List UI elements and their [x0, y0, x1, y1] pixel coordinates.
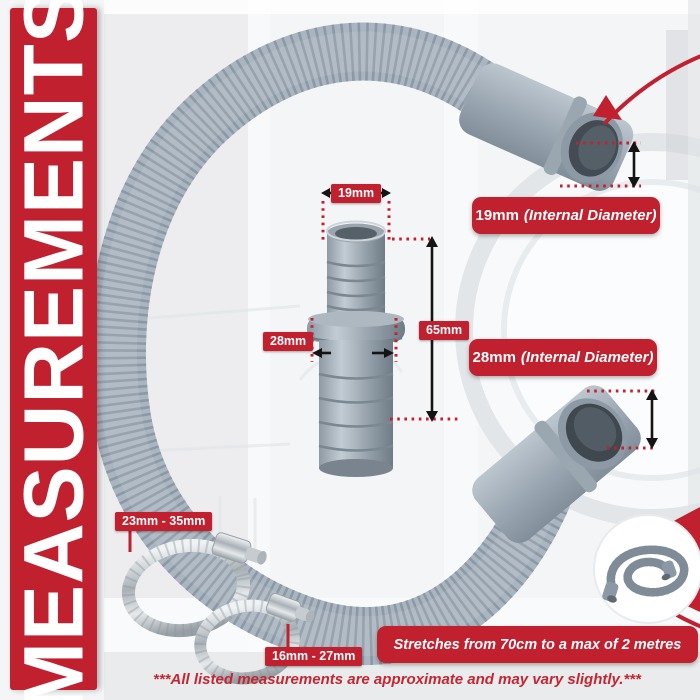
hose-end-bottom-detail: (Internal Diameter) [520, 349, 654, 366]
hose-end-top-value: 19mm [475, 207, 519, 224]
hose-end-bottom-value: 28mm [472, 349, 516, 366]
swoosh-arrow [593, 54, 700, 629]
adapter-bottom-diameter-label: 28mm [263, 332, 314, 351]
clamp-large-size-label: 23mm - 35mm [115, 512, 213, 531]
adapter-length-label: 65mm [419, 321, 470, 340]
banner-title: MEASUREMENTS [6, 0, 100, 700]
stretch-note-text: Stretches from 70cm to a max of 2 metres [393, 636, 682, 653]
hose-end-bottom-callout: 28mm (Internal Diameter) [469, 339, 657, 376]
mini-coiled-hose [602, 545, 689, 603]
hose-end-top-detail: (Internal Diameter) [523, 207, 657, 224]
hose-clamp-small [194, 592, 315, 685]
clamp-small-size-label: 16mm - 27mm [265, 647, 363, 666]
hose-end-top-callout: 19mm (Internal Diameter) [472, 197, 660, 234]
adapter [307, 220, 405, 477]
adapter-top-diameter-label: 19mm [331, 184, 382, 203]
measurements-banner: MEASUREMENTS [6, 0, 100, 700]
stretch-note-ribbon: Stretches from 70cm to a max of 2 metres [377, 626, 698, 663]
spare-hose-badge [593, 507, 700, 624]
label-connectors [128, 531, 290, 648]
disclaimer-text: ***All listed measurements are approxima… [153, 671, 641, 688]
hose-end-top [459, 63, 634, 191]
hose-clamp-large [121, 532, 267, 638]
